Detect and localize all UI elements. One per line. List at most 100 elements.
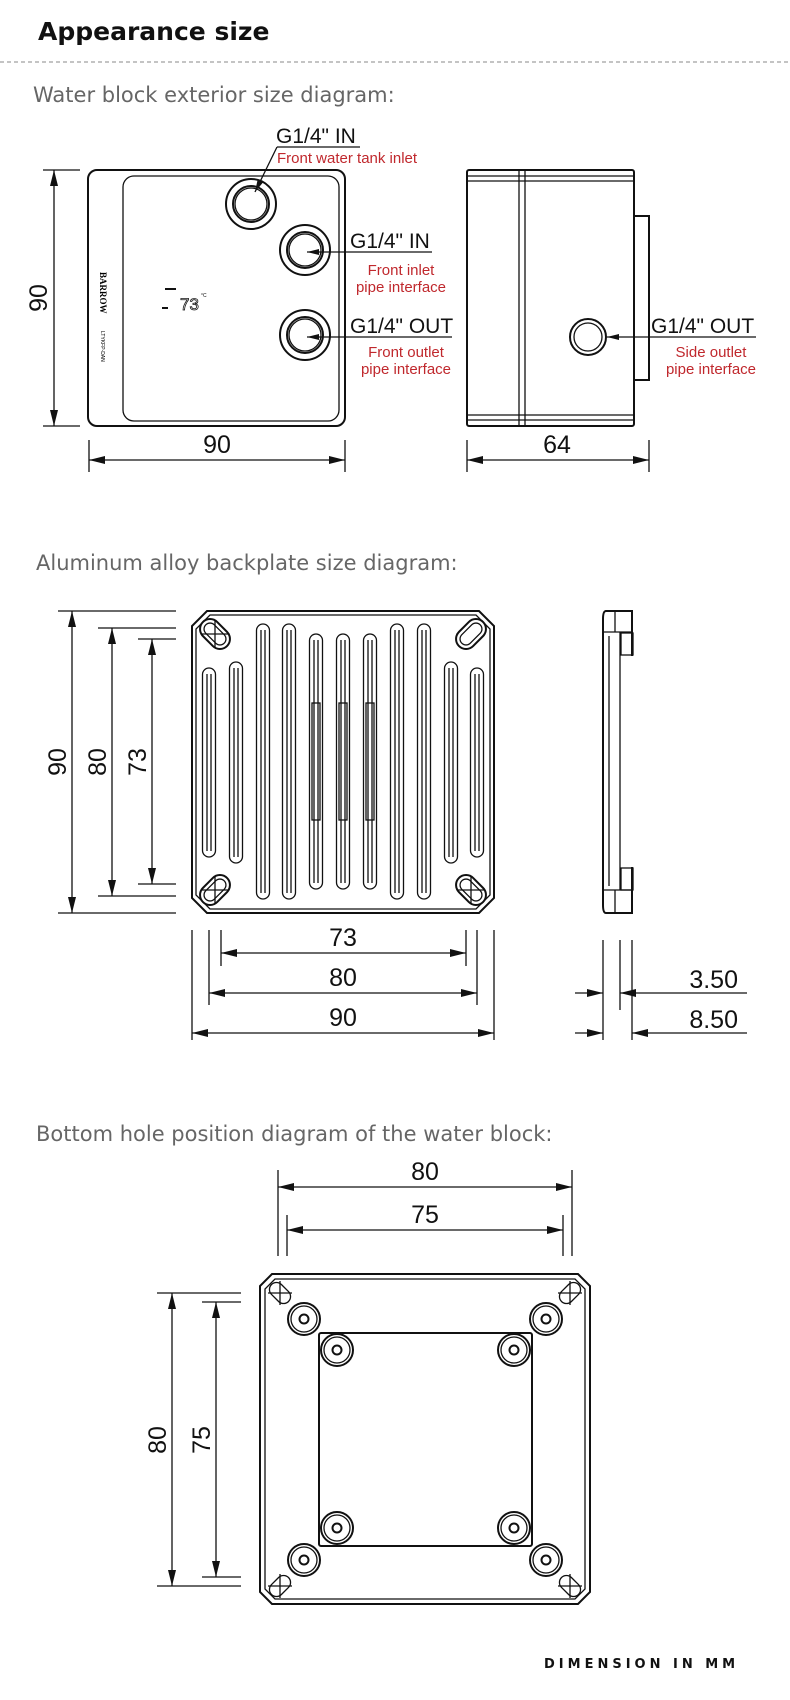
- front-outline: [87, 169, 346, 427]
- screw-hole: [331, 1522, 343, 1534]
- display-label-mark: [162, 307, 168, 309]
- standoff: [497, 1333, 531, 1367]
- screw-hole: [298, 1554, 310, 1566]
- backplate-slot: [281, 623, 297, 900]
- backplate-side-view: 3.50 8.50: [575, 610, 747, 1040]
- standoff-ring: [500, 1514, 528, 1542]
- standoff-ring: [500, 1336, 528, 1364]
- side-fitting: [633, 215, 650, 381]
- thickness-label: 8.50: [689, 1006, 738, 1034]
- slot-insert: [311, 702, 321, 821]
- port-top: [225, 178, 277, 230]
- dimension-label-height: 90: [25, 284, 53, 312]
- dimension-label-depth: 64: [543, 431, 571, 459]
- mounting-slot: [455, 618, 487, 650]
- mounting-slot-inner: [203, 622, 227, 646]
- backplate-outline: [191, 610, 495, 914]
- standoff: [320, 1333, 354, 1367]
- screw-hole: [508, 1522, 520, 1534]
- mounting-slot-inner: [459, 622, 483, 646]
- backplate-slot: [228, 661, 244, 864]
- dimension-label: 75: [188, 1426, 216, 1454]
- backplate-slot: [255, 623, 271, 900]
- model-text: LTYKFP-DAN: [99, 331, 105, 362]
- display-unit: °C: [201, 293, 207, 299]
- dimension-label: 75: [411, 1201, 439, 1229]
- backplate-corner-holes: [199, 618, 487, 906]
- backplate-slot: [389, 623, 405, 900]
- page-title: Appearance size: [38, 17, 269, 46]
- backplate-slot: [201, 667, 217, 858]
- screw-hole: [540, 1313, 552, 1325]
- port-bottom: [279, 309, 331, 361]
- standoff-ring: [290, 1546, 318, 1574]
- port-desc-mid: Front inlet: [368, 262, 436, 279]
- brand-logo: BARROW: [98, 272, 108, 314]
- port-mid: [279, 224, 331, 276]
- port-label-bottom: G1/4" OUT: [350, 315, 453, 338]
- mounting-slot-inner: [459, 878, 483, 902]
- standoff-ring: [532, 1546, 560, 1574]
- mounting-slot: [199, 618, 231, 650]
- bottom-outline: [259, 1273, 591, 1605]
- backplate-slot: [469, 667, 485, 858]
- standoff-ring: [323, 1336, 351, 1364]
- front-view: BARROW LTYKFP-DAN 73 °C G1/4" IN Front w…: [25, 125, 453, 472]
- dimension-label: 80: [329, 964, 357, 992]
- dimension-label: 90: [44, 748, 72, 776]
- port-label-mid: G1/4" IN: [350, 230, 430, 253]
- port-desc-top: Front water tank inlet: [277, 150, 418, 167]
- dimension-label: 80: [144, 1426, 172, 1454]
- section-title-backplate: Aluminum alloy backplate size diagram:: [36, 551, 458, 575]
- leader-arrow: [254, 146, 278, 193]
- backplate-slots: [201, 623, 485, 900]
- dimension-label: 73: [124, 748, 152, 776]
- backplate-slot: [308, 633, 324, 890]
- bottom-view: 80 75 80 75: [144, 1158, 591, 1605]
- standoff-ring: [290, 1305, 318, 1333]
- slot-insert: [365, 702, 375, 821]
- dimension-label: 73: [329, 924, 357, 952]
- corner-slot: [558, 1574, 582, 1598]
- port-desc-side: pipe interface: [666, 361, 756, 378]
- screw-hole: [298, 1313, 310, 1325]
- mounting-slot: [199, 874, 231, 906]
- standoff: [529, 1543, 563, 1577]
- dimension-label-width: 90: [203, 431, 231, 459]
- port-desc-bottom: pipe interface: [361, 361, 451, 378]
- slot-insert: [338, 702, 348, 821]
- port-label-top: G1/4" IN: [276, 125, 356, 148]
- mounting-holes: [268, 1281, 582, 1598]
- side-outline: [466, 169, 635, 427]
- backplate-front-view: 90 80 73 73 80 90: [44, 610, 495, 1040]
- backplate-slot: [362, 633, 378, 890]
- screw-hole: [540, 1554, 552, 1566]
- section-title-exterior: Water block exterior size diagram:: [33, 83, 395, 107]
- port-label-side: G1/4" OUT: [651, 315, 754, 338]
- front-panel: [122, 175, 340, 422]
- side-view: G1/4" OUT Side outlet pipe interface 64: [466, 169, 756, 472]
- standoff: [320, 1511, 354, 1545]
- screw-hole: [331, 1344, 343, 1356]
- display-label-mark: [165, 288, 176, 290]
- display-value: 73: [180, 295, 199, 314]
- dimension-label: 90: [329, 1004, 357, 1032]
- dimension-label: 80: [411, 1158, 439, 1186]
- port-desc-bottom: Front outlet: [368, 344, 445, 361]
- backplate-slot: [335, 633, 351, 890]
- standoff: [287, 1302, 321, 1336]
- standoff: [529, 1302, 563, 1336]
- standoff-ring: [532, 1305, 560, 1333]
- backplate-slot: [443, 661, 459, 864]
- port-desc-side: Side outlet: [676, 344, 748, 361]
- dimension-label: 80: [84, 748, 112, 776]
- thickness-label: 3.50: [689, 966, 738, 994]
- cold-plate: [318, 1332, 533, 1547]
- standoff: [287, 1543, 321, 1577]
- backplate-slot: [416, 623, 432, 900]
- corner-slot: [268, 1574, 292, 1598]
- units-note: DIMENSION IN MM: [544, 1657, 739, 1672]
- mounting-slot: [455, 874, 487, 906]
- section-title-bottom-holes: Bottom hole position diagram of the wate…: [36, 1122, 553, 1146]
